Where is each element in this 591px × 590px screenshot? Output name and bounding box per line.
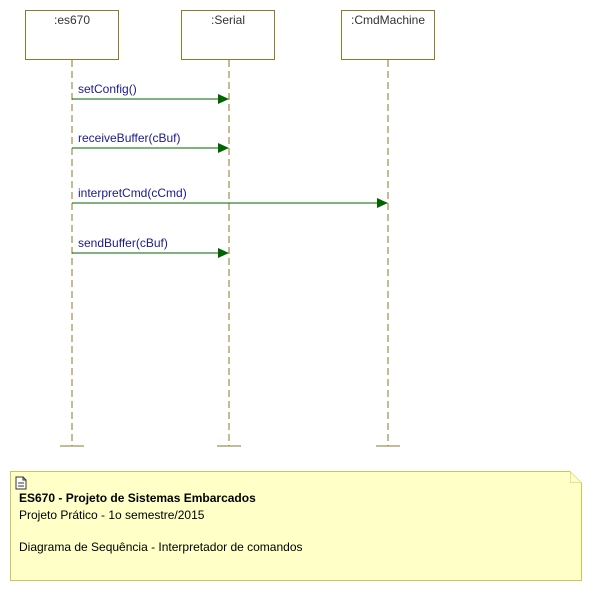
lifeline-cmdmachine-head: :CmdMachine: [341, 10, 435, 60]
message-arrow-interpretcmd: [72, 198, 388, 208]
lifeline-es670-label: :es670: [53, 13, 91, 27]
message-label-sendbuffer: sendBuffer(cBuf): [78, 236, 168, 250]
note-document-icon: [15, 476, 27, 490]
lifeline-serial-head: :Serial: [181, 10, 275, 60]
message-arrow-receivebuffer: [72, 143, 229, 153]
diagram-note: ES670 - Projeto de Sistemas Embarcados P…: [10, 471, 582, 581]
note-line-3: Diagrama de Sequência - Interpretador de…: [19, 540, 303, 554]
message-arrow-sendbuffer: [72, 248, 229, 258]
lifeline-serial-label: :Serial: [210, 13, 245, 27]
message-label-interpretcmd: interpretCmd(cCmd): [78, 186, 187, 200]
lifeline-es670-head: :es670: [25, 10, 119, 60]
note-line-2: Projeto Prático - 1o semestre/2015: [19, 508, 205, 522]
lifeline-cmdmachine-label: :CmdMachine: [350, 13, 426, 27]
message-label-setconfig: setConfig(): [78, 82, 137, 96]
note-folded-corner: [570, 471, 582, 483]
note-title: ES670 - Projeto de Sistemas Embarcados: [19, 491, 256, 505]
message-arrow-setconfig: [72, 94, 229, 104]
message-label-receivebuffer: receiveBuffer(cBuf): [78, 131, 181, 145]
